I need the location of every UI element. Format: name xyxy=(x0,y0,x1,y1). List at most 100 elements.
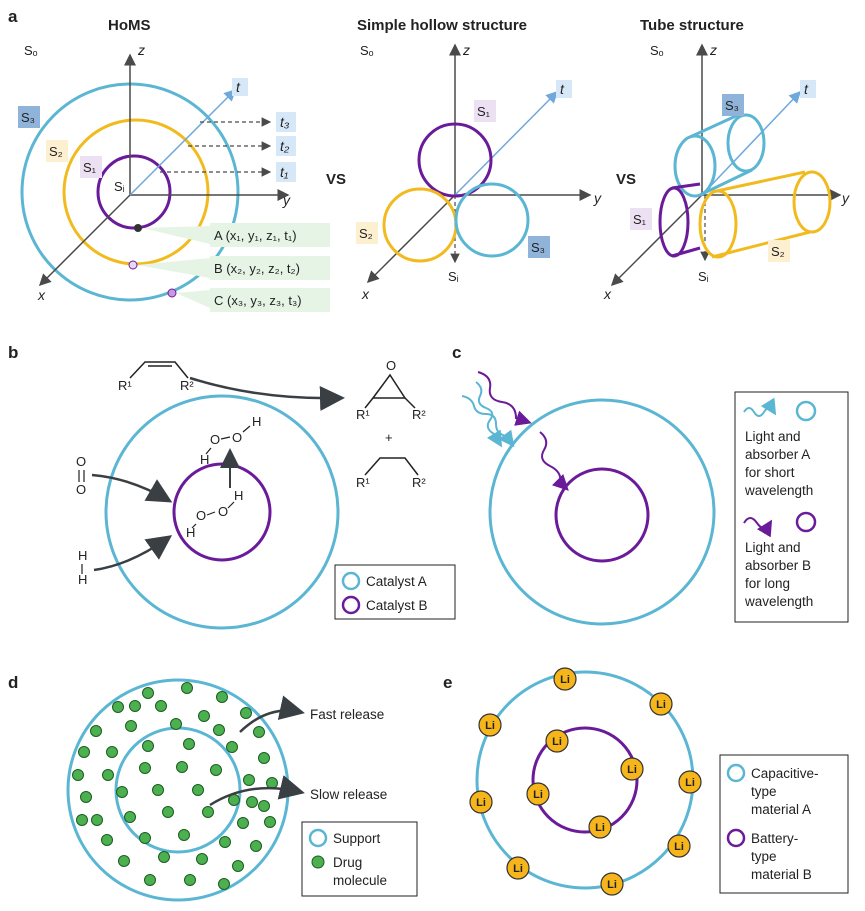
li-ion-label: Li xyxy=(533,789,543,801)
h2o2-inner-h2: H xyxy=(186,525,195,540)
drug-molecule xyxy=(226,741,238,753)
homs-point-a xyxy=(134,224,142,232)
panel-c-legend xyxy=(734,391,849,623)
homs-x-label: x xyxy=(37,287,46,303)
tube-z-label: z xyxy=(709,42,717,58)
panel-a-letter: a xyxy=(8,7,18,26)
drug-molecule xyxy=(198,710,210,722)
li-ion: Li xyxy=(526,782,550,806)
tube-so-label: Sₒ xyxy=(650,43,664,58)
simple-si-label: Sᵢ xyxy=(448,269,459,284)
drug-molecule xyxy=(202,806,214,818)
legend-absorber-a-line1: Light and xyxy=(745,429,801,444)
alkene-r2: R² xyxy=(180,378,194,393)
li-ion-circle xyxy=(620,757,644,781)
drug-molecule xyxy=(192,784,204,796)
legend-capacitive-line2: type xyxy=(751,784,777,799)
h2-top-h: H xyxy=(78,548,87,563)
h2o2-outer-bonds xyxy=(205,425,251,455)
plus-sign: + xyxy=(385,430,393,445)
panel-b-legend xyxy=(334,564,456,620)
li-ion-label: Li xyxy=(513,863,523,875)
h2o2-outer-o2: O xyxy=(210,432,220,447)
li-ion-circle xyxy=(667,834,691,858)
simple-shell-s2 xyxy=(382,187,458,263)
li-ion-circle xyxy=(553,667,577,691)
simple-s2-label: S₂ xyxy=(359,226,373,241)
homs-s2-label: S₂ xyxy=(49,144,63,159)
tube-s3-back xyxy=(726,113,766,173)
tube-s3-label: S₃ xyxy=(725,98,739,113)
drug-molecule xyxy=(129,700,141,712)
homs-point-b-label: B (x₂, y₂, z₂, t₂) xyxy=(214,261,300,276)
tube-s2-front xyxy=(698,189,738,259)
alkane-structure xyxy=(364,457,419,476)
simple-s3-label: S₃ xyxy=(531,240,545,255)
li-ion-circle xyxy=(526,782,550,806)
long-wavelength-light-1 xyxy=(477,371,532,426)
drug-molecule xyxy=(116,786,128,798)
li-ion-label: Li xyxy=(485,720,495,732)
simple-z-label: z xyxy=(462,42,470,58)
vs-label-1: VS xyxy=(326,171,346,188)
drug-molecule xyxy=(250,840,262,852)
tube-x-label: x xyxy=(603,286,612,302)
drug-molecule xyxy=(218,878,230,890)
simple-hollow-title: Simple hollow structure xyxy=(357,17,527,34)
drug-molecule xyxy=(184,874,196,886)
li-ion-label: Li xyxy=(595,822,605,834)
simple-so-label: Sₒ xyxy=(360,43,374,58)
simple-t-badge xyxy=(556,80,572,98)
li-ion-circle xyxy=(600,872,624,896)
drug-molecule xyxy=(183,738,195,750)
tube-s2-back xyxy=(792,170,832,234)
h2o2-inner-h1: H xyxy=(234,488,243,503)
tube-s3-badge xyxy=(722,94,744,116)
panel-c-letter: c xyxy=(452,343,461,362)
tube-s3-body xyxy=(689,113,753,197)
simple-s3-badge xyxy=(528,236,550,258)
homs-s1-badge xyxy=(80,156,102,178)
drug-molecule xyxy=(102,769,114,781)
legend-battery-line1: Battery- xyxy=(751,831,798,846)
h2o2-outer-o1: O xyxy=(232,430,242,445)
tube-t-badge xyxy=(800,80,816,98)
tube-s2-badge xyxy=(768,240,790,262)
short-wavelength-light-1 xyxy=(475,381,503,448)
drug-molecule xyxy=(90,725,102,737)
li-ion-label: Li xyxy=(627,764,637,776)
li-ion-circle xyxy=(649,692,673,716)
homs-diagram: HoMS Sₒ z y x t t₃ t₂ t₁ xyxy=(18,17,330,312)
legend-absorber-b-line3: for long xyxy=(745,576,790,591)
homs-y-label: y xyxy=(282,192,291,208)
simple-x-axis xyxy=(366,194,456,284)
alkane-r2: R² xyxy=(412,475,426,490)
h2o2-outer-h2: H xyxy=(200,452,209,467)
epoxide-r2: R² xyxy=(412,407,426,422)
legend-short-wave-icon xyxy=(743,397,777,417)
drug-molecule xyxy=(72,769,84,781)
li-ion: Li xyxy=(649,692,673,716)
short-wavelength-light-2 xyxy=(461,395,515,448)
homs-t-badge xyxy=(232,78,248,96)
battery-material-shell xyxy=(531,726,639,834)
drug-molecule xyxy=(139,832,151,844)
homs-callout-b xyxy=(137,258,210,278)
drug-molecule xyxy=(144,874,156,886)
drug-molecule xyxy=(243,774,255,786)
homs-s3-label: S₃ xyxy=(21,110,35,125)
legend-capacitive-line1: Capacitive- xyxy=(751,766,819,781)
legend-capacitive-line3: material A xyxy=(751,802,811,817)
li-ion-label: Li xyxy=(552,736,562,748)
legend-drug-line1: Drug xyxy=(333,855,362,870)
simple-y-label: y xyxy=(593,190,602,206)
homs-t2-badge xyxy=(276,136,296,156)
homs-so-label: Sₒ xyxy=(24,43,38,58)
drug-molecule xyxy=(216,691,228,703)
drug-molecule xyxy=(118,855,130,867)
simple-s1-badge xyxy=(474,100,496,122)
legend-battery-swatch xyxy=(726,828,746,848)
drug-molecule xyxy=(170,718,182,730)
vs-label-2: VS xyxy=(616,171,636,188)
epoxide-o: O xyxy=(386,358,396,373)
